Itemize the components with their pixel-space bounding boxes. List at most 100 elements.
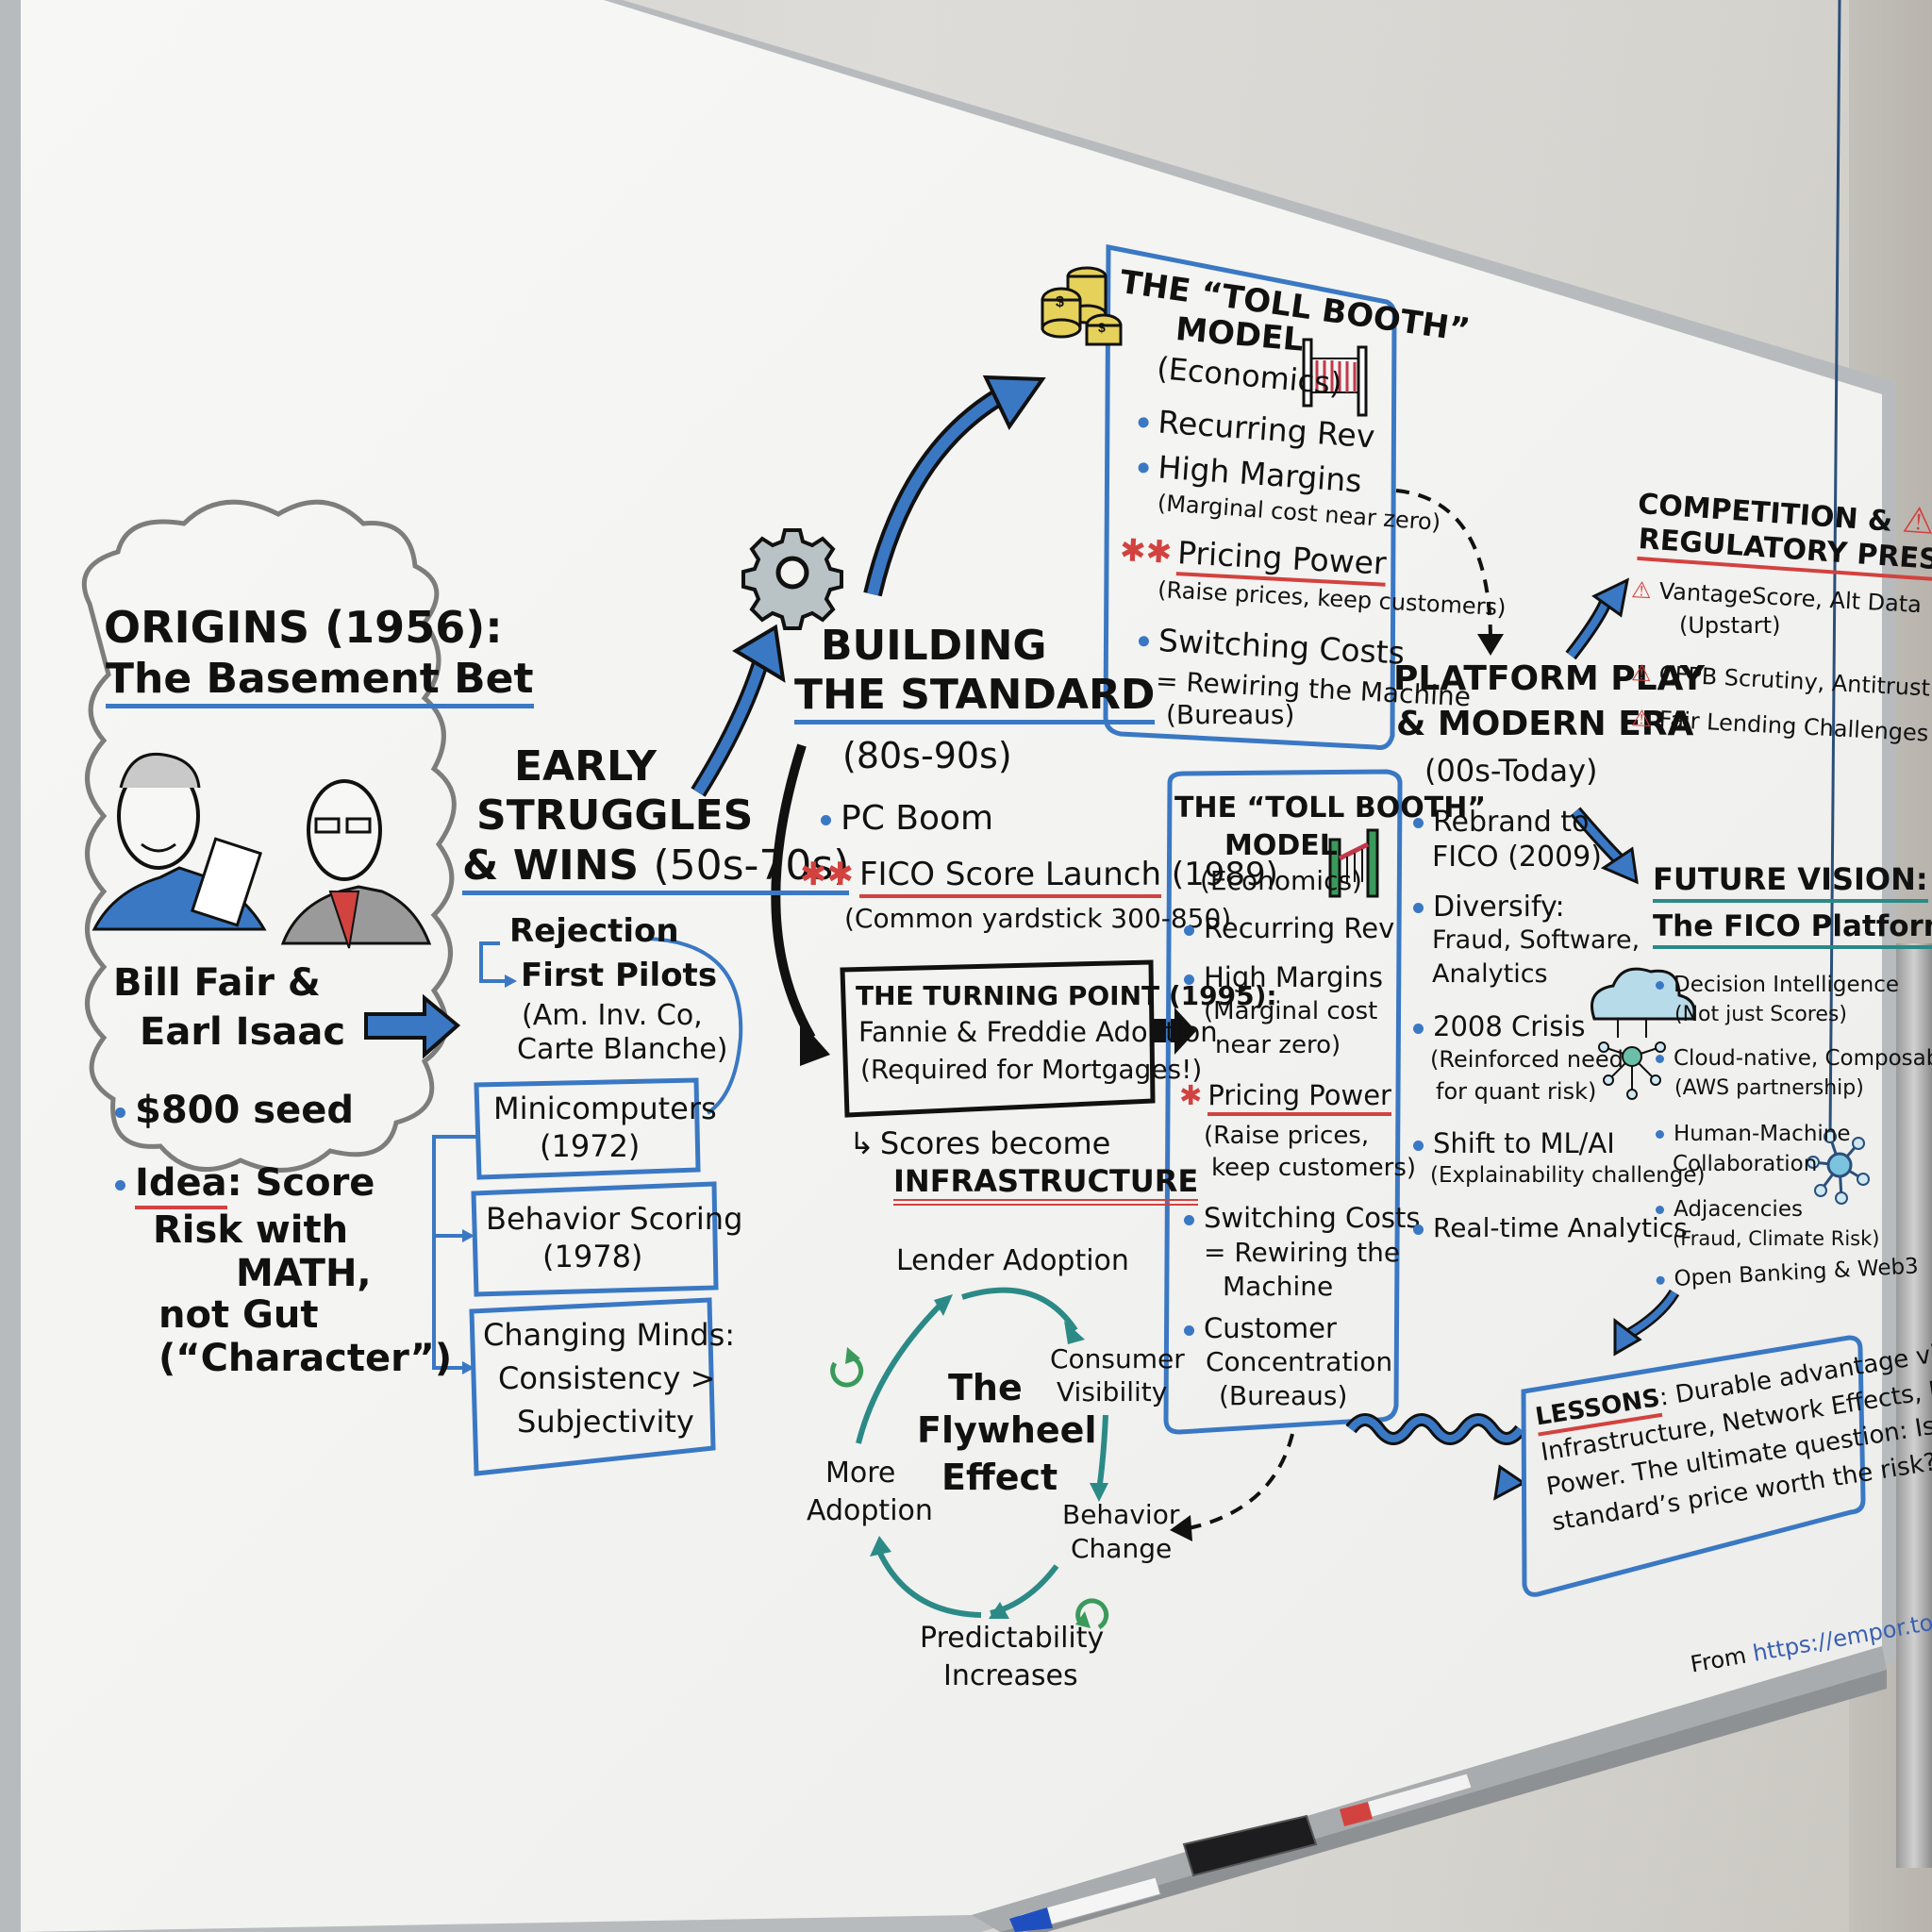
infrastructure-label: INFRASTRUCTURE (893, 1164, 1199, 1206)
founder-portrait-bill-fair (92, 752, 267, 931)
toll-bottom-title-1: THE “TOLL BOOTH” (1174, 791, 1487, 824)
flywheel-node-lender-adoption: Lender Adoption (896, 1244, 1129, 1277)
box-turning-point (840, 959, 1156, 1118)
future-item-2: Cloud-native, Composable (1656, 1046, 1932, 1072)
bullet-dot (1138, 416, 1149, 428)
gear-icon (741, 528, 843, 630)
toll-gate-icon (1302, 338, 1368, 417)
asterisk-icon: ✱ (1179, 1079, 1203, 1111)
platform-item-5: Real-time Analytics (1413, 1213, 1688, 1242)
infra-line1: ↳Scores become (849, 1125, 1111, 1161)
bullet-dot (1656, 1130, 1664, 1139)
box-minicomputers-label: Minicomputers (493, 1091, 717, 1126)
future-title-1: FUTURE VISION: (1653, 862, 1928, 903)
founders-line2: Earl Isaac (140, 1010, 346, 1054)
platform-item-1-line2: FICO (2009) (1432, 841, 1602, 874)
box-behavior-scoring (471, 1181, 719, 1297)
pilots-detail-2: Carte Blanche) (517, 1033, 728, 1066)
flywheel-center-3: Effect (941, 1457, 1058, 1498)
rejection-label: Rejection (509, 912, 679, 950)
flywheel-node-consumer-1: Consumer (1050, 1343, 1185, 1374)
box-changing-minds (469, 1297, 716, 1476)
flywheel-node-predict-1: Predictability (920, 1622, 1105, 1655)
arrow-origins-to-early (364, 993, 461, 1059)
toll-bottom-item-1: Recurring Rev (1184, 913, 1394, 943)
warning-triangle-icon: ⚠ (1630, 659, 1653, 688)
red-marker (1340, 1773, 1473, 1826)
flywheel-node-consumer-2: Visibility (1057, 1376, 1168, 1407)
flywheel-node-more-2: Adoption (807, 1494, 933, 1527)
fico-detail: (Common yardstick 300-850) (844, 903, 1232, 934)
toll-bottom-title-2: MODEL (1224, 829, 1338, 862)
standard-title-2: THE STANDARD (794, 672, 1156, 725)
bullet-dot (1413, 1224, 1424, 1235)
turning-point-line3: (Required for Mortgages!) (860, 1054, 1203, 1085)
bullet-dot (115, 1107, 125, 1118)
founders-line1: Bill Fair & (113, 961, 321, 1005)
svg-text:$: $ (1098, 320, 1106, 335)
early-title-2: STRUGGLES (476, 791, 754, 840)
warning-triangle-icon: ⚠ (1630, 705, 1653, 733)
standard-title-1: BUILDING (821, 622, 1047, 670)
warning-triangle-icon: ⚠ (1901, 498, 1932, 542)
future-item-3: Human-Machine (1656, 1122, 1851, 1147)
turning-point-line2: Fannie & Freddie Adoption (858, 1016, 1218, 1048)
founder-portrait-earl-isaac (280, 779, 432, 949)
idea-line5: (“Character”) (158, 1337, 453, 1380)
flywheel-node-behavior-1: Behavior (1062, 1499, 1180, 1530)
future-item-1: Decision Intelligence (1656, 973, 1899, 998)
platform-item-4: Shift to ML/AI (1413, 1128, 1615, 1158)
platform-item-4-line2: (Explainability challenge) (1430, 1163, 1706, 1188)
platform-item-2-line2: Fraud, Software, (1432, 925, 1641, 955)
origins-bullet-idea: Idea: Score (115, 1161, 375, 1209)
toll-bottom-item-3-detail2: keep customers) (1211, 1154, 1417, 1182)
idea-line4: not Gut (158, 1293, 319, 1337)
box-minicomputers-year: (1972) (540, 1128, 641, 1164)
toll-bottom-item-5-detail2: (Bureaus) (1219, 1380, 1348, 1411)
asterisk-icon: ✱✱ (1119, 531, 1174, 571)
box-changing-minds-1: Changing Minds: (483, 1317, 736, 1353)
future-item-1-line2: (Not just Scores) (1674, 1003, 1847, 1026)
flywheel-center-2: Flywheel (917, 1409, 1097, 1451)
bullet-dot (1184, 924, 1194, 936)
future-item-2-line2: (AWS partnership) (1674, 1076, 1864, 1100)
bullet-dot (1184, 1214, 1194, 1225)
future-item-4: Adjacencies (1656, 1197, 1803, 1223)
asterisk-icon: ✱✱ (800, 856, 854, 893)
pilots-detail-1: (Am. Inv. Co, (522, 999, 703, 1032)
origins-bullet-seed: $800 seed (115, 1090, 354, 1132)
eraser (1182, 1814, 1318, 1877)
corner-arrow-icon: ↳ (849, 1125, 874, 1161)
cycle-arrow-icon (830, 1347, 864, 1388)
toll-bottom-item-5-detail1: Concentration (1206, 1346, 1393, 1377)
future-item-3-line2: Collaboration (1673, 1152, 1818, 1176)
flywheel-node-more-1: More (825, 1457, 896, 1490)
platform-title-1: PLATFORM PLAY (1393, 659, 1706, 698)
box-changing-minds-3: Subjectivity (517, 1404, 694, 1440)
toll-bottom-item-5: Customer (1184, 1313, 1337, 1343)
box-lessons (1521, 1335, 1866, 1597)
flywheel-node-predict-2: Increases (943, 1659, 1078, 1692)
fico-launch-line: ✱✱FICO Score Launch (1989) (800, 856, 1278, 898)
coin-stack-icon: $ $ (1041, 266, 1123, 346)
competition-item-1-line2: (Upstart) (1679, 612, 1781, 639)
platform-item-1: Rebrand to (1413, 807, 1589, 839)
board-stand (1896, 943, 1932, 1868)
origins-subtitle: The Basement Bet (106, 656, 534, 709)
flywheel-node-behavior-2: Change (1071, 1533, 1173, 1564)
platform-item-2: Diversify: (1413, 891, 1565, 924)
cycle-arrow-icon (1075, 1598, 1109, 1630)
early-title-1: EARLY (514, 742, 658, 791)
early-title-3: & WINS (50s-70s) (462, 842, 850, 896)
bullet-dot (1138, 461, 1149, 474)
toll-bottom-item-4: Switching Costs (1184, 1203, 1421, 1233)
bullet-dot (1413, 903, 1424, 913)
platform-item-3: 2008 Crisis (1413, 1011, 1586, 1041)
platform-title-2: & MODERN ERA (1396, 705, 1694, 743)
box-behavior-year: (1978) (542, 1239, 643, 1274)
platform-item-3-line2: (Reinforced need (1430, 1046, 1624, 1073)
flywheel-center-1: The (948, 1367, 1023, 1408)
toll-bottom-title-3: (Economics) (1200, 865, 1362, 896)
idea-line2: Risk with (153, 1208, 349, 1252)
